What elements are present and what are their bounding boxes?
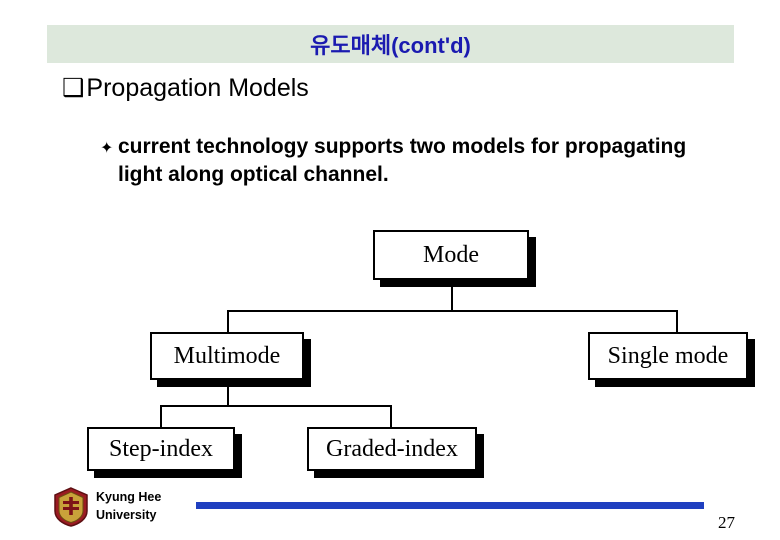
bullet-level2: ✦ current technology supports two models… (100, 133, 720, 190)
node-step-index: Step-index (87, 427, 235, 471)
node-graded-index-label: Graded-index (326, 436, 458, 462)
page-title: 유도매체(cont'd) (310, 33, 471, 58)
slide-title-bar: 유도매체(cont'd) (47, 25, 734, 63)
diamond-bullet-icon: ✦ (100, 138, 114, 157)
node-step-index-label: Step-index (109, 436, 213, 462)
connector-mode-down (451, 280, 453, 310)
propagation-models-diagram: Mode Multimode Single mode Step-index Gr… (60, 222, 748, 471)
node-multimode: Multimode (150, 332, 304, 380)
page-number: 27 (718, 513, 735, 532)
connector-level3-horizontal (160, 405, 390, 407)
square-bullet-icon: ❑ (62, 73, 85, 102)
footer-org-line2: University (96, 508, 157, 523)
node-mode-label: Mode (423, 242, 479, 268)
connector-multimode-up (227, 310, 229, 340)
footer-organization: Kyung Hee University (96, 488, 161, 524)
connector-gradedindex-up (390, 405, 392, 427)
connector-singlemode-up (676, 310, 678, 340)
footer-divider (196, 502, 704, 509)
bullet-level1: ❑ Propagation Models (62, 74, 309, 103)
university-logo-icon (52, 487, 90, 527)
node-graded-index: Graded-index (307, 427, 477, 471)
node-mode: Mode (373, 230, 529, 280)
connector-multimode-down (227, 380, 229, 405)
node-single-mode-label: Single mode (607, 343, 729, 369)
connector-level2-horizontal (227, 310, 677, 312)
node-multimode-label: Multimode (173, 343, 281, 369)
bullet-level2-label: current technology supports two models f… (118, 135, 687, 187)
footer-org-line1: Kyung Hee (96, 490, 162, 504)
node-single-mode: Single mode (588, 332, 748, 380)
bullet-level1-label: Propagation Models (86, 74, 309, 102)
connector-stepindex-up (160, 405, 162, 427)
